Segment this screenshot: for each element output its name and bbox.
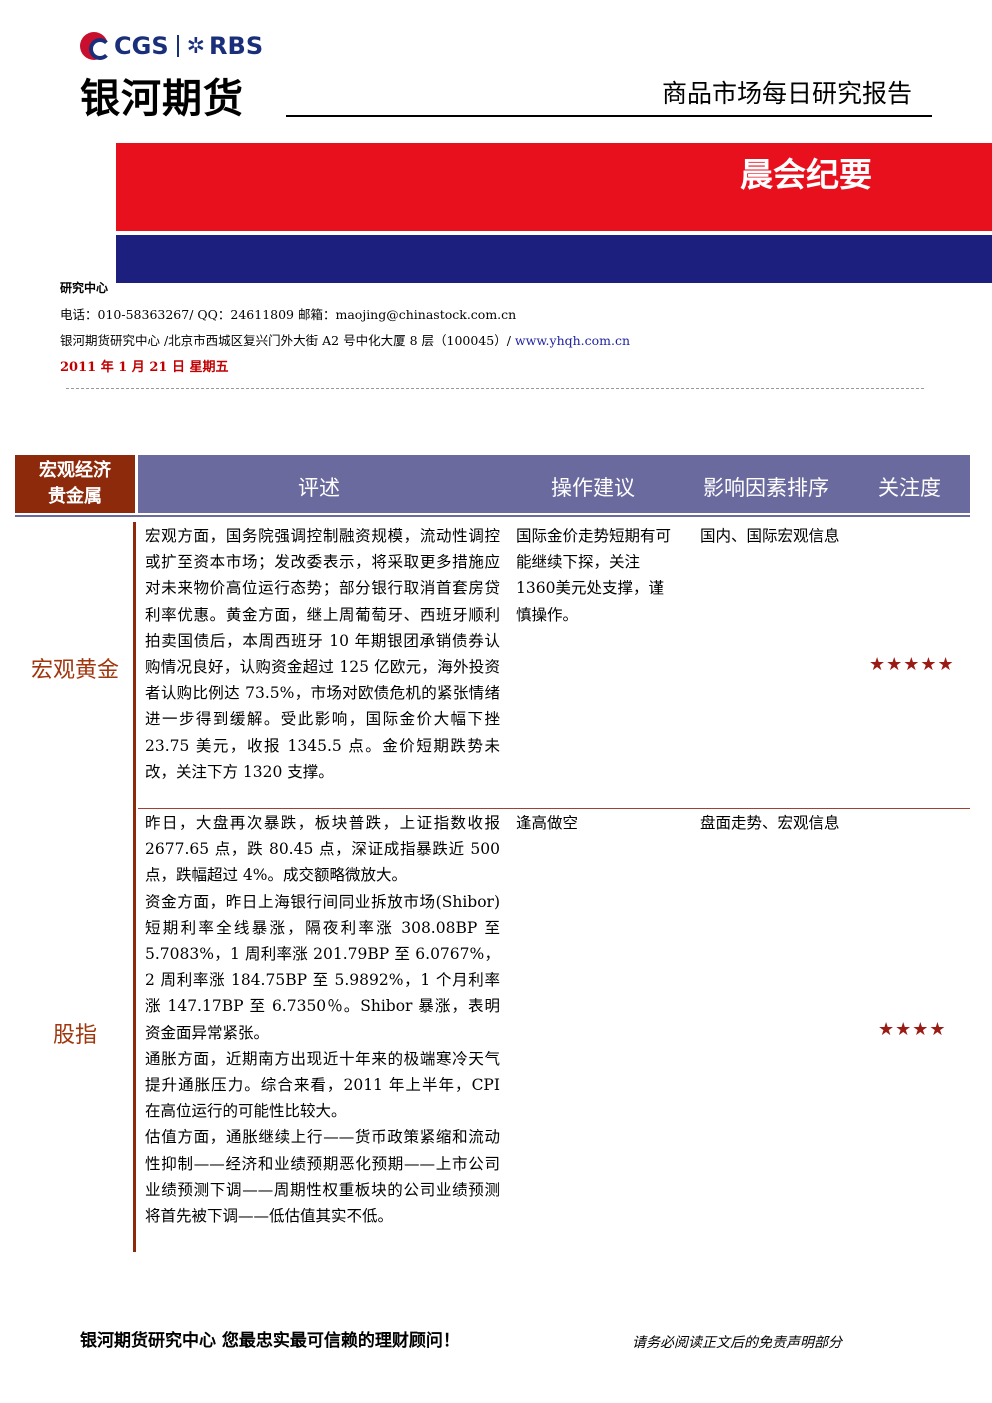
column-header-advice: 操作建议	[551, 476, 635, 500]
row-category-macro-gold: 宏观黄金	[30, 658, 119, 683]
banner-title: 晨会纪要	[740, 155, 872, 194]
category-column-rule	[133, 522, 136, 1252]
report-date: 2011 年 1 月 21 日 星期五	[60, 360, 229, 375]
footer-disclaimer-note: 请务必阅读正文后的免责声明部分	[632, 1335, 842, 1351]
column-header-factors: 影响因素排序	[703, 476, 829, 500]
column-header-commentary: 评述	[298, 476, 340, 500]
website-link[interactable]: www.yhqh.com.cn	[514, 333, 631, 348]
column-header-attention: 关注度	[878, 476, 941, 500]
report-title: 商品市场每日研究报告	[662, 79, 913, 108]
dashed-divider	[66, 388, 924, 389]
rating-stars-stock-index: ★★★★	[878, 1019, 947, 1040]
commentary-paragraph: 昨日，大盘再次暴跌，板块普跌，上证指数收报 2677.65 点，跌 80.45 …	[145, 814, 500, 885]
navy-banner	[116, 235, 992, 283]
category-header: 宏观经济 贵金属	[15, 455, 135, 513]
factors-stock-index: 盘面走势、宏观信息	[700, 814, 840, 832]
cgs-logo-icon	[80, 32, 111, 60]
rbs-logo-icon: ✲	[186, 33, 206, 59]
address-line: 银河期货研究中心 /北京市西城区复兴门外大街 A2 号中化大厦 8 层（1000…	[60, 330, 630, 349]
address-text: 银河期货研究中心 /北京市西城区复兴门外大街 A2 号中化大厦 8 层（1000…	[60, 333, 515, 348]
logo-cgs-text: CGS	[114, 32, 169, 60]
table-header-bar	[138, 455, 970, 513]
red-banner	[116, 143, 992, 231]
rating-stars-macro-gold: ★★★★★	[869, 654, 955, 675]
factors-macro-gold: 国内、国际宏观信息	[700, 527, 840, 545]
footer-slogan: 银河期货研究中心 您最忠实最可信赖的理财顾问！	[80, 1331, 460, 1351]
commentary-paragraph: 宏观方面，国务院强调控制融资规模，流动性调控或扩至资本市场；发改委表示，将采取更…	[145, 527, 500, 781]
advice-stock-index: 逢高做空	[516, 814, 579, 832]
commentary-paragraph: 估值方面，通胀继续上行——货币政策紧缩和流动性抑制——经济和业绩预期恶化预期——…	[145, 1128, 500, 1226]
commentary-paragraph: 通胀方面，近期南方出现近十年来的极端寒冷天气提升通胀压力。综合来看，2011 年…	[145, 1049, 500, 1121]
commentary-macro-gold: 宏观方面，国务院强调控制融资规模，流动性调控或扩至资本市场；发改委表示，将采取更…	[145, 523, 500, 785]
logo-divider	[176, 35, 179, 57]
category-header-line1: 宏观经济	[39, 460, 111, 481]
row-category-stock-index: 股指	[52, 1023, 97, 1048]
row-separator	[138, 808, 970, 809]
research-center-label: 研究中心	[60, 281, 109, 295]
brand-name: 银河期货	[80, 76, 244, 122]
advice-macro-gold: 国际金价走势短期有可能继续下探，关注 1360美元处支撑，谨慎操作。	[516, 527, 672, 624]
commentary-paragraph: 资金方面，昨日上海银行间同业拆放市场(Shibor) 短期利率全线暴涨，隔夜利率…	[145, 892, 500, 1042]
header-rule	[286, 115, 932, 117]
contact-line: 电话：010-58363267/ QQ：24611809 邮箱：maojing@…	[60, 307, 517, 322]
header-underline	[15, 515, 970, 517]
commentary-stock-index: 昨日，大盘再次暴跌，板块普跌，上证指数收报 2677.65 点，跌 80.45 …	[145, 810, 500, 1229]
category-header-line2: 贵金属	[48, 486, 102, 507]
logo-rbs-text: RBS	[209, 32, 264, 60]
cgs-rbs-logo: CGS ✲ RBS	[80, 30, 263, 62]
